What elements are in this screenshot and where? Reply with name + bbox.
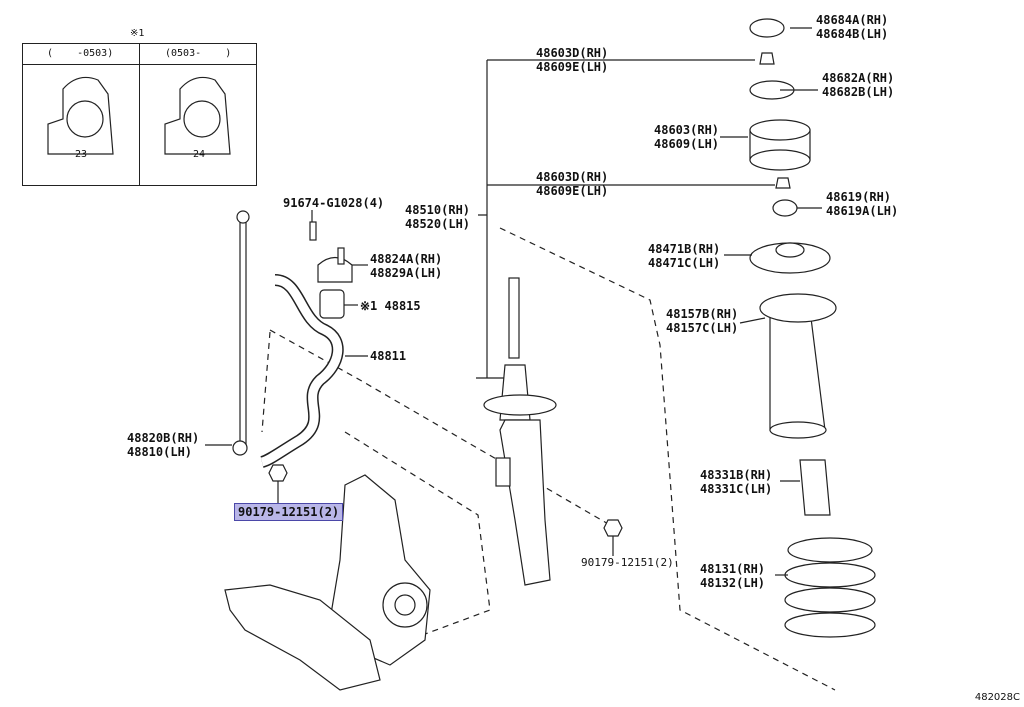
label-48684[interactable]: 48684A(RH) 48684B(LH) xyxy=(816,13,889,41)
nut-mid xyxy=(775,177,791,189)
bump-stop xyxy=(799,459,831,516)
label-90179[interactable]: 90179-12151(2) xyxy=(581,556,674,569)
label-48510[interactable]: 48510(RH) 48520(LH) xyxy=(405,203,471,231)
label-48820[interactable]: 48820B(RH) 48810(LH) xyxy=(127,431,200,459)
spring-seat xyxy=(483,394,557,416)
label-90179-highlighted[interactable]: 90179-12151(2) xyxy=(234,503,344,521)
inset-box: ( -0503) (0503- ) 23 24 xyxy=(22,43,257,186)
label-48682[interactable]: 48682A(RH) 48682B(LH) xyxy=(822,71,895,99)
nut-top xyxy=(759,52,775,65)
leader-lines xyxy=(478,59,775,378)
inset-num-23: 23 xyxy=(75,149,88,160)
inset-num-24: 24 xyxy=(193,149,206,160)
label-48603-top[interactable]: 48603D(RH) 48609E(LH) xyxy=(536,46,609,74)
coil-spring xyxy=(784,537,876,638)
inset-divider xyxy=(139,44,140,185)
strut-rod xyxy=(508,277,520,359)
bracket xyxy=(317,256,353,283)
stabilizer-link xyxy=(239,221,247,445)
label-48619[interactable]: 48619(RH) 48619A(LH) xyxy=(826,190,899,218)
cap xyxy=(749,18,785,38)
inset-mark: ※1 xyxy=(130,28,145,39)
label-48603-mid[interactable]: 48603D(RH) 48609E(LH) xyxy=(536,170,609,198)
inset-col2-label: (0503- ) xyxy=(165,48,232,59)
label-48157[interactable]: 48157B(RH) 48157C(LH) xyxy=(666,307,739,335)
washer xyxy=(772,199,798,217)
strut-body xyxy=(499,419,551,586)
label-48603-mount[interactable]: 48603(RH) 48609(LH) xyxy=(654,123,720,151)
inset-col1-label: ( -0503) xyxy=(47,48,114,59)
label-48471[interactable]: 48471B(RH) 48471C(LH) xyxy=(648,242,721,270)
diagram-id: 482028C xyxy=(974,692,1020,703)
label-48811[interactable]: 48811 xyxy=(370,349,407,363)
label-48824[interactable]: 48824A(RH) 48829A(LH) xyxy=(370,252,443,280)
label-48131[interactable]: 48131(RH) 48132(LH) xyxy=(700,562,766,590)
inset-bushings xyxy=(47,76,231,155)
label-91674[interactable]: 91674-G1028(4) xyxy=(283,196,385,210)
label-48815[interactable]: ※1 48815 xyxy=(360,299,421,313)
bushing xyxy=(319,289,345,319)
label-48331[interactable]: 48331B(RH) 48331C(LH) xyxy=(700,468,773,496)
boot xyxy=(769,309,826,431)
lower-arm xyxy=(224,584,381,691)
